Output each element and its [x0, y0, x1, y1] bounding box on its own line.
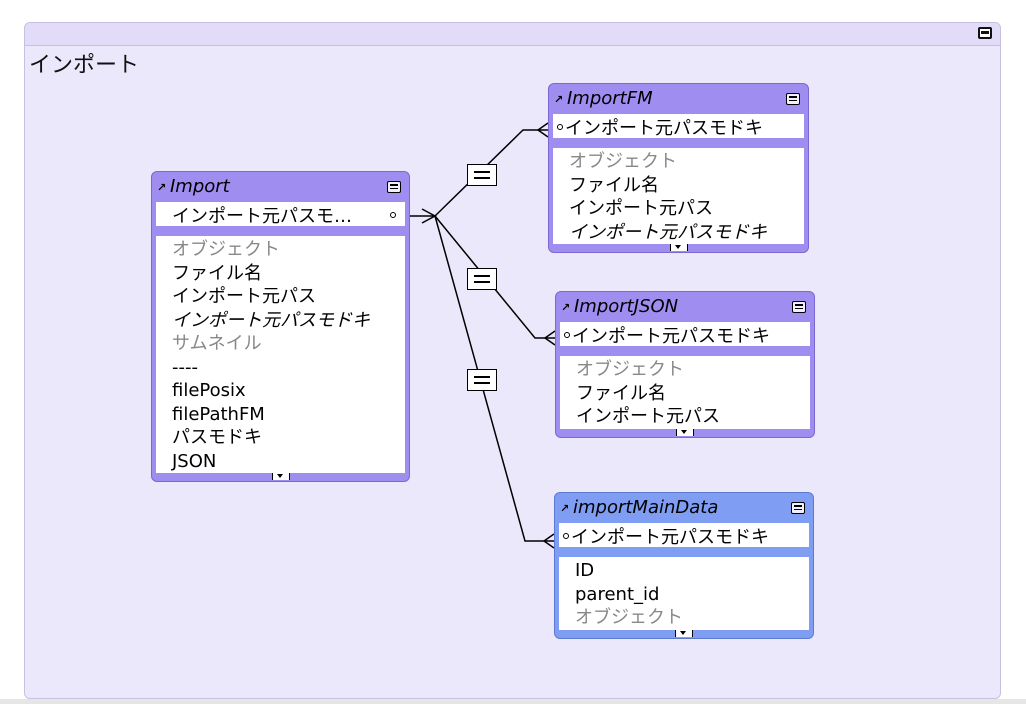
group-title: インポート	[29, 53, 140, 78]
field-item[interactable]: サムネイル	[172, 333, 262, 354]
table-title: ImportJSON	[574, 296, 679, 317]
key-field-label: インポート元パスモドキ	[571, 527, 769, 547]
crow-foot-import	[409, 208, 437, 224]
field-item[interactable]: オブジェクト	[172, 239, 280, 260]
key-field[interactable]: インポート元パスモドキ	[553, 114, 804, 138]
group-header	[25, 23, 1000, 46]
key-field[interactable]: インポート元パスモドキ	[559, 523, 809, 547]
table-occurrence-importfm[interactable]: ↗ ImportFM インポート元パスモドキ オブジェクト ファイル名 インポー…	[548, 83, 809, 253]
scroll-down-icon[interactable]	[553, 244, 804, 252]
field-item[interactable]: ファイル名	[172, 262, 262, 284]
scroll-down-icon[interactable]	[560, 428, 810, 437]
link-import-importfm	[434, 129, 548, 217]
crow-foot-importjson	[543, 330, 556, 346]
field-item[interactable]: ID	[575, 560, 595, 581]
key-dot-icon	[557, 124, 563, 130]
field-item[interactable]: filePathFM	[172, 403, 265, 425]
table-header[interactable]: ↗ ImportJSON	[560, 292, 810, 322]
relationship-operator-importjson-icon[interactable]	[467, 268, 497, 290]
table-occurrence-importjson[interactable]: ↗ ImportJSON インポート元パスモドキ オブジェクト ファイル名 イン…	[555, 291, 815, 438]
field-item[interactable]: parent_id	[575, 583, 660, 605]
table-title: importMainData	[573, 497, 719, 518]
field-item[interactable]: インポート元パス	[172, 286, 316, 307]
collapse-toggle-icon[interactable]	[387, 181, 401, 193]
table-occurrence-import[interactable]: ↗ Import インポート元パスモ… オブジェクト ファイル名 インポート元パ…	[151, 171, 410, 482]
relationship-operator-importfm-icon[interactable]	[467, 164, 497, 186]
field-list: ID parent_id オブジェクト	[559, 557, 809, 630]
table-header[interactable]: ↗ Import	[156, 172, 405, 202]
bottom-divider	[0, 699, 1026, 704]
field-item[interactable]: インポート元パスモドキ	[569, 221, 767, 243]
field-item[interactable]: オブジェクト	[575, 607, 683, 628]
collapse-toggle-icon[interactable]	[791, 502, 805, 514]
key-field-label: インポート元パスモドキ	[572, 326, 770, 346]
crow-foot-importfm	[536, 122, 549, 138]
field-item[interactable]: ----	[172, 356, 198, 378]
separator	[560, 346, 810, 356]
field-item[interactable]: filePosix	[172, 380, 246, 401]
collapse-toggle-icon[interactable]	[786, 93, 800, 105]
table-occurrence-importmaindata[interactable]: ↗ importMainData インポート元パスモドキ ID parent_i…	[554, 492, 814, 639]
table-header[interactable]: ↗ ImportFM	[553, 84, 804, 114]
field-list: オブジェクト ファイル名 インポート元パス インポート元パスモドキ	[553, 148, 804, 244]
field-item[interactable]: オブジェクト	[569, 151, 677, 172]
field-item[interactable]: インポート元パス	[576, 406, 720, 427]
key-field[interactable]: インポート元パスモドキ	[560, 322, 810, 346]
field-list: オブジェクト ファイル名 インポート元パス インポート元パスモドキ サムネイル …	[156, 236, 405, 473]
collapse-toggle-icon[interactable]	[792, 301, 806, 313]
table-title: ImportFM	[567, 88, 653, 109]
crow-foot-importmaindata	[542, 533, 555, 549]
field-item[interactable]: ファイル名	[569, 174, 659, 196]
key-field-label: インポート元パスモドキ	[565, 118, 763, 138]
goto-arrow-icon[interactable]: ↗	[157, 181, 167, 194]
separator	[156, 226, 405, 236]
group-collapse-icon[interactable]	[978, 27, 992, 39]
scroll-down-icon[interactable]	[156, 473, 405, 481]
goto-arrow-icon[interactable]: ↗	[554, 93, 564, 106]
goto-arrow-icon[interactable]: ↗	[560, 502, 570, 515]
link-import-importjson	[434, 215, 555, 339]
field-item[interactable]: オブジェクト	[576, 359, 684, 380]
relationship-operator-importmaindata-icon[interactable]	[467, 369, 497, 391]
key-dot-icon	[390, 212, 396, 218]
goto-arrow-icon[interactable]: ↗	[561, 301, 571, 314]
table-title: Import	[170, 176, 230, 197]
scroll-down-icon[interactable]	[559, 629, 809, 638]
field-list: オブジェクト ファイル名 インポート元パス	[560, 356, 810, 429]
key-dot-icon	[563, 533, 569, 539]
table-header[interactable]: ↗ importMainData	[559, 493, 809, 523]
key-field[interactable]: インポート元パスモ…	[156, 202, 405, 226]
field-item[interactable]: JSON	[172, 450, 217, 472]
field-item[interactable]: ファイル名	[576, 382, 666, 404]
separator	[553, 138, 804, 148]
field-item[interactable]: インポート元パス	[569, 198, 713, 219]
separator	[559, 547, 809, 557]
field-item[interactable]: インポート元パスモドキ	[172, 309, 370, 331]
key-field-label: インポート元パスモ…	[172, 206, 352, 226]
field-item[interactable]: パスモドキ	[172, 427, 262, 448]
key-dot-icon	[564, 332, 570, 338]
